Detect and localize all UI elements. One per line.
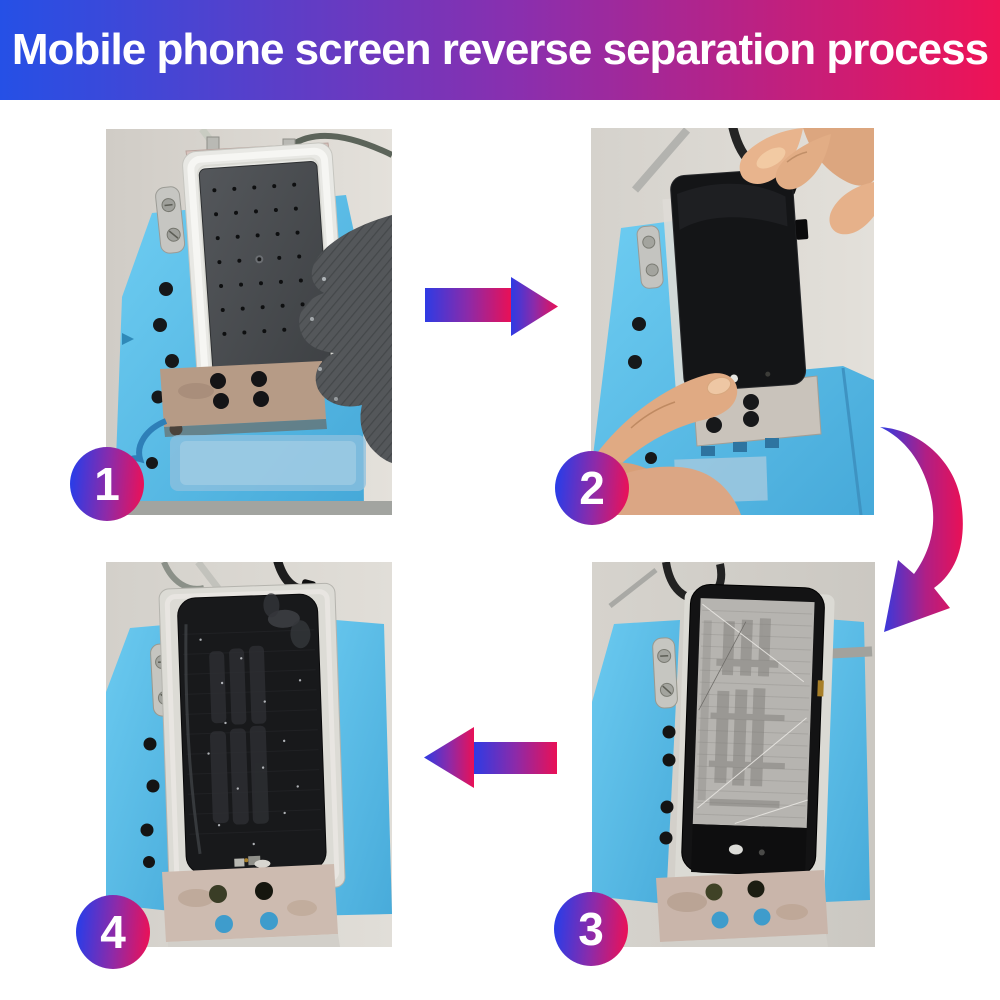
clamp-plate xyxy=(656,870,828,942)
step-3-number: 3 xyxy=(578,903,604,955)
step-1-number: 1 xyxy=(94,458,120,510)
curved-down-arrow-icon xyxy=(880,427,963,632)
step-2-photo xyxy=(591,128,874,515)
step-4-illustration xyxy=(106,562,392,947)
step-1-photo xyxy=(106,129,392,515)
step-4-photo xyxy=(106,562,392,947)
clamp-holes xyxy=(210,371,269,409)
metal-rod xyxy=(608,568,658,608)
glue-residue-marks xyxy=(697,618,785,809)
step-1-badge: 1 xyxy=(70,447,144,521)
base-holes xyxy=(140,737,160,868)
phone-screen xyxy=(670,168,809,392)
pad-holes xyxy=(212,182,307,336)
header-banner: Mobile phone screen reverse separation p… xyxy=(0,0,1000,100)
base-holes xyxy=(659,725,676,845)
step-4-badge: 4 xyxy=(76,895,150,969)
step-3-photo xyxy=(592,562,875,947)
side-bracket xyxy=(652,637,678,709)
step-2-illustration xyxy=(591,128,874,515)
moisture-speckles xyxy=(199,638,302,846)
side-pin xyxy=(823,646,873,659)
right-hand xyxy=(739,128,874,235)
phone-with-glue xyxy=(681,583,825,877)
right-arrow-icon xyxy=(425,277,558,336)
clamp-holes xyxy=(209,882,278,933)
arrow-step3-to-step4 xyxy=(424,727,557,788)
separator-plate xyxy=(158,582,346,894)
arrow-step1-to-step2 xyxy=(425,277,558,336)
floor-strip xyxy=(106,501,392,515)
step-4-number: 4 xyxy=(100,906,126,958)
clamp-plate xyxy=(162,864,338,942)
metal-rod xyxy=(631,128,691,193)
step-2-badge: 2 xyxy=(555,451,629,525)
edge-notch xyxy=(122,333,134,345)
gloved-hand xyxy=(299,215,392,463)
arrow-step2-to-step3 xyxy=(880,427,963,632)
step-2-number: 2 xyxy=(579,462,605,514)
step-3-illustration xyxy=(592,562,875,947)
floor xyxy=(662,934,828,947)
step-3-badge: 3 xyxy=(554,892,628,966)
side-bracket xyxy=(636,225,664,289)
crack-lines xyxy=(696,603,808,824)
clamp-plate xyxy=(160,361,326,427)
phone-chin xyxy=(691,823,807,876)
side-bracket xyxy=(155,186,186,254)
left-arrow-icon xyxy=(424,727,557,788)
machine-base xyxy=(591,218,874,515)
page-title: Mobile phone screen reverse separation p… xyxy=(11,25,989,74)
flex-connector xyxy=(795,219,809,240)
wet-smudges xyxy=(209,645,269,825)
clamp-holes xyxy=(705,880,771,929)
step-1-illustration xyxy=(106,129,392,515)
floor xyxy=(168,934,340,947)
